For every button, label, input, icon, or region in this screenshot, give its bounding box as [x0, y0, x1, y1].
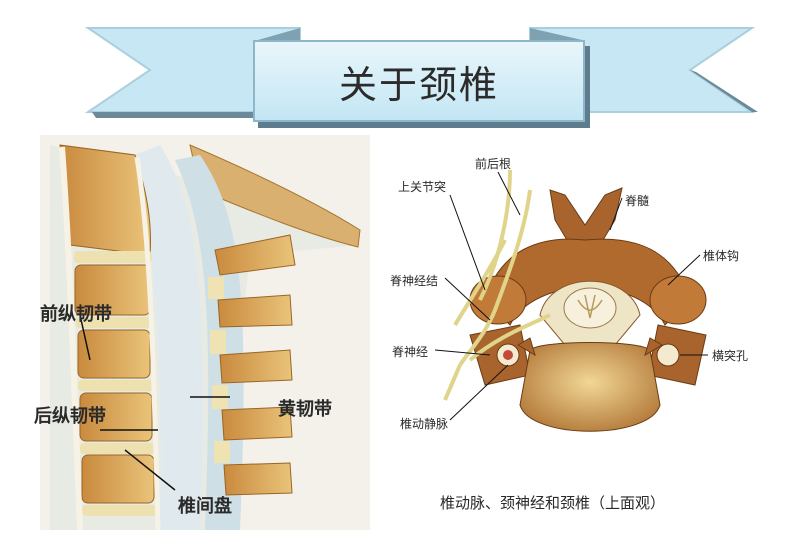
banner-fold-right: [530, 28, 582, 40]
ligamentum-flavum: [208, 277, 230, 463]
leader-anterior-ligament: [79, 314, 91, 361]
label-superior-articular: 上关节突: [398, 180, 447, 194]
right-articular-process: [649, 275, 707, 325]
label-uncinate: 椎体钩: [703, 249, 740, 263]
label-ligamentum-flavum: 黄韧带: [278, 399, 332, 420]
posterior-elements: [214, 234, 296, 496]
intervertebral-discs: [74, 251, 158, 516]
right-transverse-foramen: [656, 343, 680, 367]
vertebra-leaders: [434, 171, 708, 421]
leader-disc: [124, 449, 176, 491]
label-spinal-ganglion: 脊神经结: [390, 274, 439, 288]
label-posterior-ligament: 后纵韧带: [34, 406, 106, 427]
label-anterior-ligament: 前纵韧带: [40, 304, 112, 325]
label-transverse-foramen: 横突孔: [712, 349, 749, 363]
page-title: 关于颈椎: [338, 62, 499, 107]
label-anterior-root: 前后根: [475, 157, 512, 171]
title-banner: [84, 27, 758, 118]
spinal-cord: [563, 287, 617, 329]
label-vertebral-artery: 椎动静脉: [400, 417, 449, 431]
banner-fold-left: [258, 28, 300, 40]
figure-caption: 椎动脉、颈神经和颈椎（上面观）: [440, 494, 666, 512]
nerve-roots: [443, 169, 551, 401]
vertebral-body: [519, 342, 661, 432]
title-box: 关于颈椎: [253, 40, 585, 122]
label-spinal-nerve: 脊神经: [392, 345, 429, 359]
sagittal-spine-illustration: [40, 135, 370, 530]
banner-ribbon-left-shadow: [92, 112, 300, 118]
banner-ribbon-right-shadow: [690, 70, 758, 112]
label-disc: 椎间盘: [178, 496, 232, 517]
label-spinal-cord: 脊髓: [625, 194, 650, 208]
vertebra-top-view-illustration: [434, 169, 708, 432]
spinous-process: [549, 187, 623, 246]
vertebral-artery-dot: [503, 350, 513, 360]
vertebral-bodies: [59, 144, 155, 504]
